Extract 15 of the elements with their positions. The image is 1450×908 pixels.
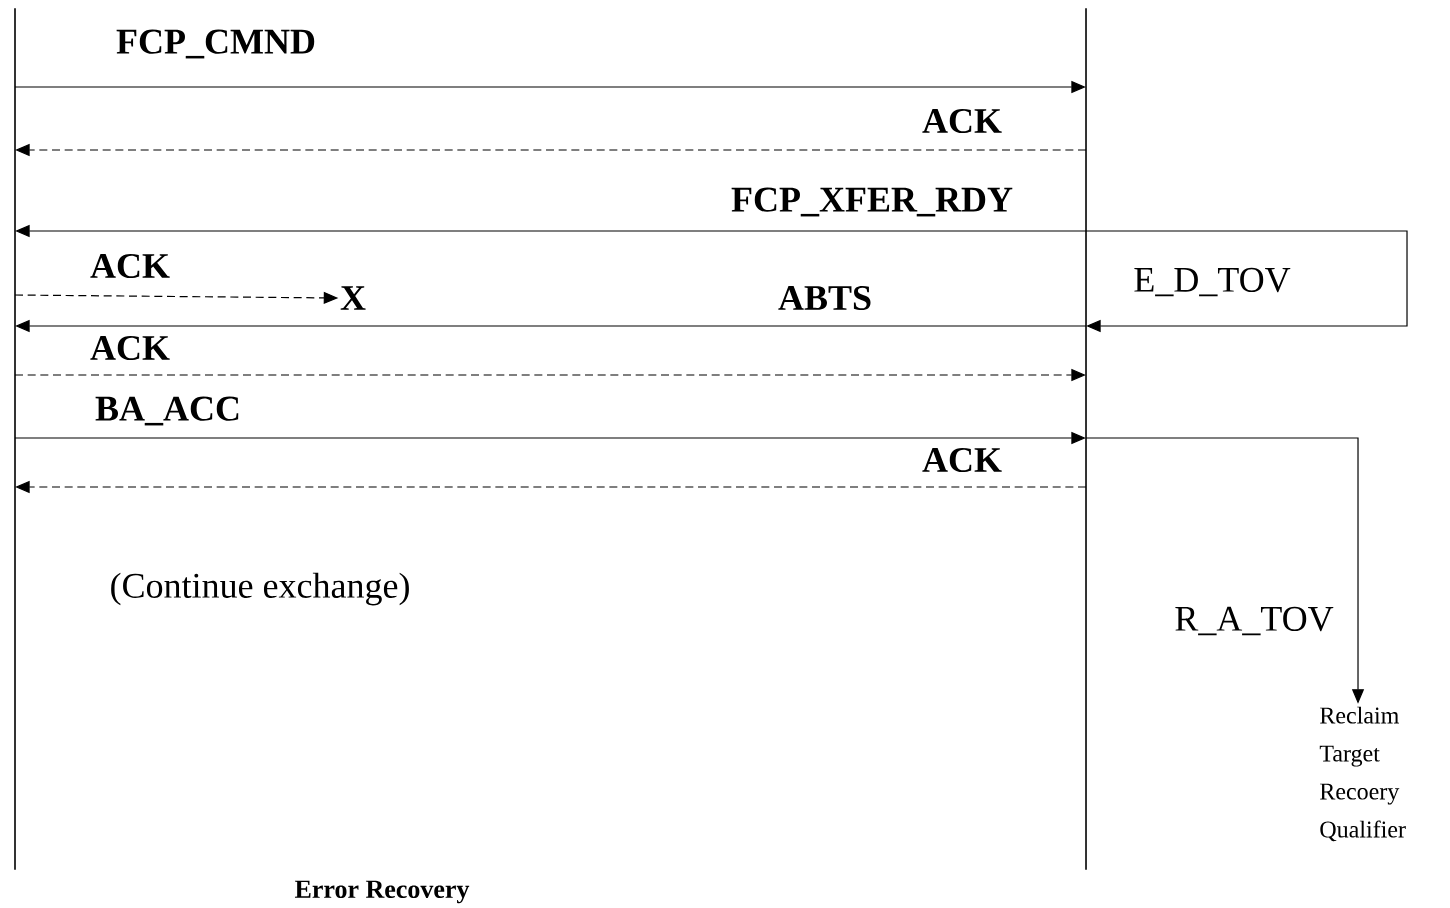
- edge-label: ABTS: [778, 285, 871, 311]
- timer-arrow: [1085, 230, 1408, 333]
- edge-label: BA_ACC: [95, 396, 239, 426]
- edge-label: FCP_CMND: [116, 29, 315, 59]
- edge-label: ACK: [922, 447, 1002, 473]
- edge-label: FCP_XFER_RDY: [731, 187, 1013, 217]
- result-text: Reclaim Target Recoery Qualifier: [1319, 706, 1406, 842]
- edge-label: ACK: [90, 335, 170, 361]
- edge-label: E_D_TOV: [1134, 267, 1291, 297]
- caption: Error Recovery: [295, 880, 470, 904]
- note-text: (Continue exchange): [111, 572, 409, 606]
- edge-label: R_A_TOV: [1175, 606, 1334, 636]
- edge-label: ACK: [922, 108, 1002, 134]
- edge-label: ACK: [90, 253, 170, 279]
- lost-frame-mark: X: [340, 286, 366, 310]
